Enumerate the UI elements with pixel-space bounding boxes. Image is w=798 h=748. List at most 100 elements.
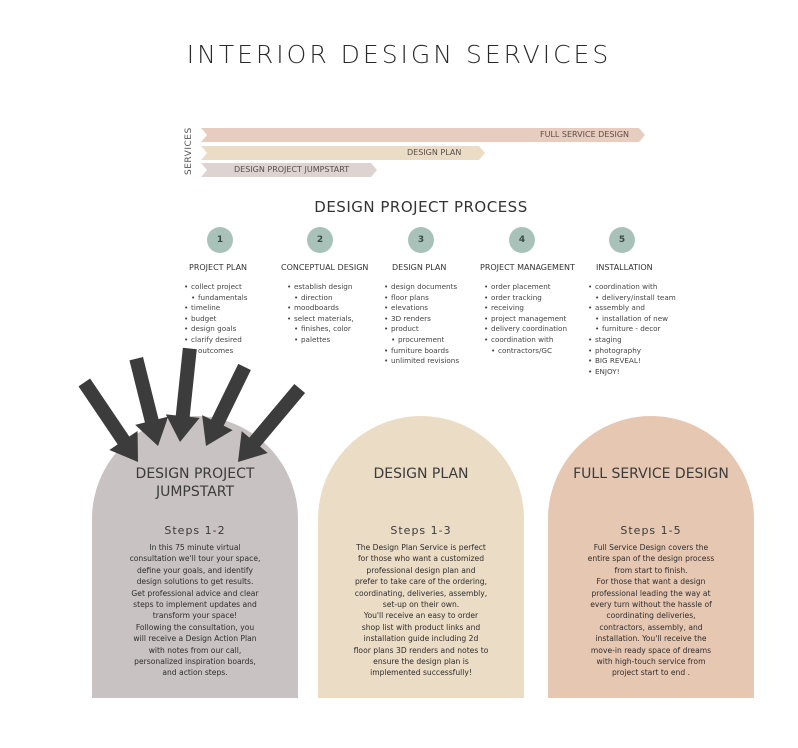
step-5-circle: 5 — [609, 227, 635, 253]
card-body: Full Service Design covers the entire sp… — [556, 542, 746, 679]
list-item: design goals — [184, 324, 248, 335]
step-4-list: order placement order tracking receiving… — [484, 282, 567, 356]
service-bar-jumpstart — [201, 163, 377, 177]
card-body-line: coordinating deliveries, — [606, 611, 696, 621]
card-body-line: from start to finish. — [614, 565, 688, 575]
list-item: BIG REVEAL! — [588, 356, 676, 367]
list-item: select materials, — [287, 314, 354, 325]
list-item: elevations — [384, 303, 459, 314]
list-item: delivery/install team — [588, 293, 676, 304]
list-item: establish design — [287, 282, 354, 293]
process-title: DESIGN PROJECT PROCESS — [314, 198, 528, 216]
card-body-line: consultation we'll tour your space, — [129, 554, 261, 564]
card-full-service: FULL SERVICE DESIGN Steps 1-5 Full Servi… — [548, 416, 754, 698]
step-2-list: establish design direction moodboards se… — [287, 282, 354, 346]
list-item: floor plans — [384, 293, 459, 304]
card-steps: Steps 1-2 — [164, 524, 226, 537]
card-title-line1: FULL SERVICE DESIGN — [573, 466, 729, 482]
card-body-line: contractors, assembly, and — [599, 622, 703, 632]
card-body-line: prefer to take care of the ordering, — [354, 577, 488, 587]
card-body-line: For those that want a design — [596, 577, 706, 587]
step-1-circle: 1 — [207, 227, 233, 253]
card-body-line: installation. You'll receive the — [595, 634, 707, 644]
list-item: order tracking — [484, 293, 567, 304]
card-body-line: You'll receive an easy to order — [363, 611, 479, 621]
list-item: moodboards — [287, 303, 354, 314]
card-body-line: installation guide including 2d — [363, 634, 479, 644]
arrow-icon — [78, 378, 138, 462]
card-body-line: implemented successfully! — [370, 668, 472, 678]
card-body-line: with high-touch service from — [596, 657, 706, 667]
list-item: budget — [184, 314, 248, 325]
arrow-icon — [129, 356, 169, 446]
list-item: coordination with — [484, 335, 567, 346]
card-design-plan: DESIGN PLAN Steps 1-3 The Design Plan Se… — [318, 416, 524, 698]
card-body-line: with notes from our call, — [148, 645, 242, 655]
page-title: INTERIOR DESIGN SERVICES — [186, 40, 612, 69]
list-item: 3D renders — [384, 314, 459, 325]
list-item: furniture boards — [384, 346, 459, 357]
card-body-line: shop list with product links and — [361, 622, 481, 632]
arrow-icon — [238, 383, 306, 462]
list-item: collect project — [184, 282, 248, 293]
service-bar-plan — [201, 146, 485, 160]
list-item: palettes — [287, 335, 354, 346]
list-item: unlimited revisions — [384, 356, 459, 367]
list-item: direction — [287, 293, 354, 304]
list-item: installation of new — [588, 314, 676, 325]
step-1-list: collect project fundamentals timeline bu… — [184, 282, 248, 356]
step-5-list: coordination with delivery/install team … — [588, 282, 676, 377]
card-body-line: Following the consultation, you — [135, 622, 255, 632]
card-jumpstart: DESIGN PROJECT JUMPSTART Steps 1-2 In th… — [92, 416, 298, 698]
step-3-list: design documents floor plans elevations … — [384, 282, 459, 367]
list-item: order placement — [484, 282, 567, 293]
card-body-line: for those who want a customized — [357, 554, 485, 564]
step-2-title: CONCEPTUAL DESIGN — [281, 263, 369, 272]
card-body-line: floor plans 3D renders and notes to — [353, 645, 489, 655]
card-body-line: coordinating, deliveries, assembly, — [354, 588, 488, 598]
card-body: The Design Plan Service is perfect for t… — [326, 542, 516, 679]
card-body-line: entire span of the design process — [587, 554, 715, 564]
list-item: fundamentals — [184, 293, 248, 304]
card-body-line: steps to implement updates and — [133, 600, 257, 610]
card-body-line: define your goals, and identify — [137, 565, 253, 575]
card-steps: Steps 1-3 — [390, 524, 452, 537]
card-body-line: design solutions to get results. — [136, 577, 254, 587]
card-title-line1: DESIGN PROJECT — [135, 466, 255, 482]
card-body-line: The Design Plan Service is perfect — [356, 543, 486, 552]
list-item: staging — [588, 335, 676, 346]
card-body-line: move-in ready space of dreams — [590, 645, 712, 655]
list-item: assembly and — [588, 303, 676, 314]
card-body-line: Full Service Design covers the — [593, 543, 709, 552]
card-body-line: set-up on their own. — [382, 600, 460, 610]
list-item: clarify desired — [184, 335, 248, 346]
list-item: receiving — [484, 303, 567, 314]
service-bar-label-jumpstart: DESIGN PROJECT JUMPSTART — [234, 165, 350, 174]
list-item: furniture - decor — [588, 324, 676, 335]
card-body-line: and action steps. — [162, 668, 228, 678]
list-item: project management — [484, 314, 567, 325]
card-body-line: In this 75 minute virtual — [149, 543, 241, 552]
service-bar-full — [201, 128, 645, 142]
step-3-circle: 3 — [408, 227, 434, 253]
list-item: ENJOY! — [588, 367, 676, 378]
card-body-line: professional design plan and — [366, 565, 476, 575]
card-body-line: transform your space! — [152, 611, 238, 621]
card-title-line1: DESIGN PLAN — [373, 466, 469, 482]
step-3-title: DESIGN PLAN — [392, 263, 447, 272]
service-bar-label-plan: DESIGN PLAN — [407, 148, 462, 157]
list-item: timeline — [184, 303, 248, 314]
step-1-title: PROJECT PLAN — [189, 263, 248, 272]
step-4-circle: 4 — [509, 227, 535, 253]
list-item: contractors/GC — [484, 346, 567, 357]
services-bars — [201, 128, 645, 177]
step-2-circle: 2 — [307, 227, 333, 253]
card-body-line: personalized inspiration boards, — [134, 657, 256, 667]
arrow-icon — [202, 363, 251, 446]
card-steps: Steps 1-5 — [620, 524, 682, 537]
list-item: design documents — [384, 282, 459, 293]
card-body-line: project start to end . — [611, 668, 691, 678]
card-body: In this 75 minute virtual consultation w… — [100, 542, 290, 679]
card-body-line: Get professional advice and clear — [131, 588, 259, 598]
list-item: finishes, color — [287, 324, 354, 335]
